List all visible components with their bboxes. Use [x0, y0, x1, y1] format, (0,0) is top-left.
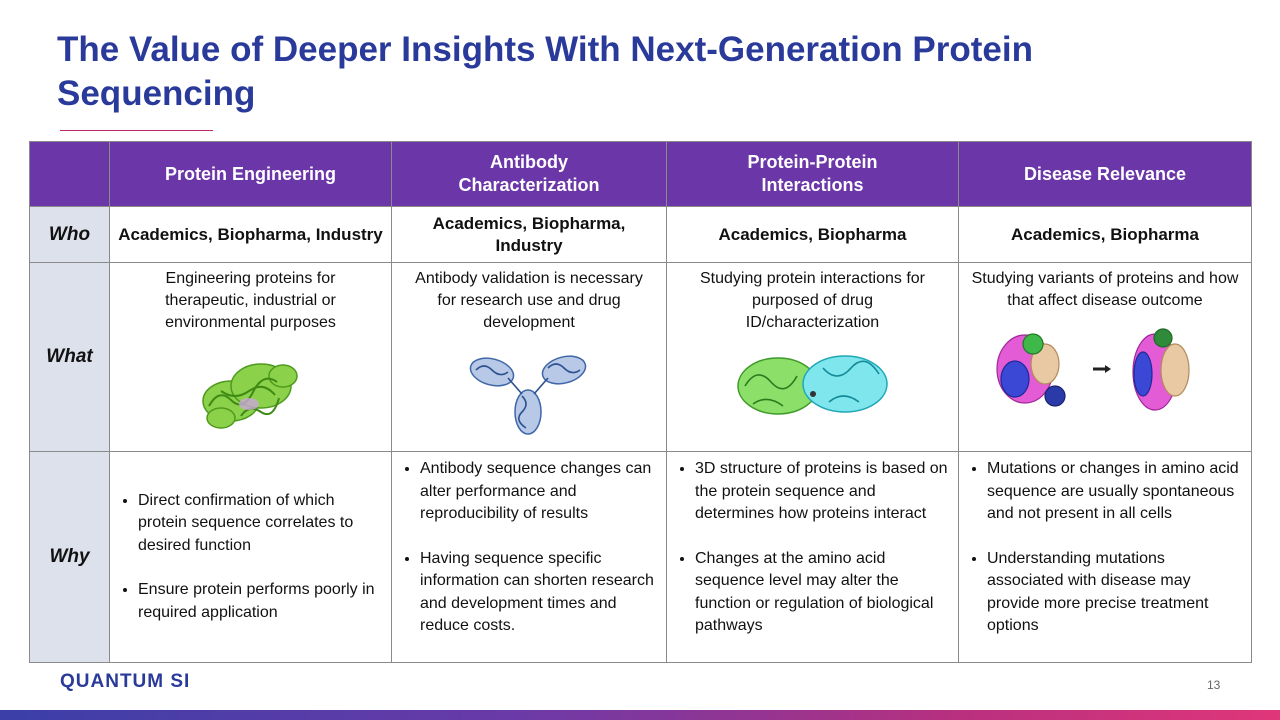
header-antibody-characterization-text: Antibody Characterization: [458, 152, 600, 195]
what-protein-engineering-text: Engineering proteins for therapeutic, in…: [165, 270, 336, 331]
who-protein-protein-interactions: Academics, Biopharma: [666, 206, 959, 263]
what-protein-protein-interactions-text: Studying protein interactions for purpos…: [699, 270, 925, 331]
what-row: What Engineering proteins for therapeuti…: [29, 262, 1252, 452]
who-row: Who Academics, Biopharma, Industry Acade…: [29, 206, 1252, 263]
antibody-structure-blue-image: [469, 355, 587, 435]
what-disease-relevance-text: Studying variants of proteins and how th…: [971, 270, 1239, 309]
what-antibody-characterization: Antibody validation is necessary for res…: [391, 262, 667, 452]
who-disease-relevance: Academics, Biopharma: [958, 206, 1252, 263]
bullet-item: Mutations or changes in amino acid seque…: [987, 458, 1245, 526]
row-label-what: What: [29, 262, 110, 452]
header-protein-protein-interactions-text: Protein-Protein Interactions: [747, 152, 878, 195]
bullet-item: Understanding mutations associated with …: [987, 548, 1245, 638]
header-protein-engineering: Protein Engineering: [109, 141, 392, 207]
protein-structure-green-image: [201, 363, 298, 429]
page-number: 13: [1207, 678, 1221, 692]
protein-variant-multicolor-image: [996, 328, 1190, 411]
what-protein-protein-interactions: Studying protein interactions for purpos…: [666, 262, 959, 452]
bullet-item: Direct confirmation of which protein seq…: [138, 490, 385, 558]
header-disease-relevance: Disease Relevance: [958, 141, 1252, 207]
bottom-gradient-bar: [0, 710, 1280, 720]
who-antibody-characterization: Academics, Biopharma, Industry: [391, 206, 667, 263]
slide-title: The Value of Deeper Insights With Next-G…: [57, 30, 1033, 113]
why-protein-engineering-list: Direct confirmation of which protein seq…: [116, 490, 385, 625]
protein-complex-green-cyan-image: [736, 355, 888, 415]
why-antibody-characterization-list: Antibody sequence changes can alter perf…: [398, 458, 660, 638]
what-antibody-characterization-text: Antibody validation is necessary for res…: [415, 270, 643, 331]
why-antibody-characterization: Antibody sequence changes can alter perf…: [391, 451, 667, 663]
header-corner: [29, 141, 110, 207]
row-label-why: Why: [29, 451, 110, 663]
who-protein-engineering: Academics, Biopharma, Industry: [109, 206, 392, 263]
company-logo: QUANTUM SI: [60, 671, 191, 692]
why-disease-relevance-list: Mutations or changes in amino acid seque…: [965, 458, 1245, 638]
comparison-table: Protein Engineering Antibody Characteriz…: [29, 141, 1252, 663]
header-antibody-characterization: Antibody Characterization: [391, 141, 667, 207]
why-protein-engineering: Direct confirmation of which protein seq…: [109, 451, 392, 663]
what-disease-relevance: Studying variants of proteins and how th…: [958, 262, 1252, 452]
bullet-item: Having sequence specific information can…: [420, 548, 660, 638]
bullet-item: Changes at the amino acid sequence level…: [695, 548, 952, 638]
what-protein-engineering: Engineering proteins for therapeutic, in…: [109, 262, 392, 452]
bullet-item: 3D structure of proteins is based on the…: [695, 458, 952, 526]
header-protein-protein-interactions: Protein-Protein Interactions: [666, 141, 959, 207]
why-row: Why Direct confirmation of which protein…: [29, 451, 1252, 663]
bullet-item: Ensure protein performs poorly in requir…: [138, 579, 385, 624]
row-label-who: Who: [29, 206, 110, 263]
why-protein-protein-interactions: 3D structure of proteins is based on the…: [666, 451, 959, 663]
title-underline: [60, 130, 213, 131]
why-disease-relevance: Mutations or changes in amino acid seque…: [958, 451, 1252, 663]
why-protein-protein-interactions-list: 3D structure of proteins is based on the…: [673, 458, 952, 638]
header-row: Protein Engineering Antibody Characteriz…: [29, 141, 1252, 207]
bullet-item: Antibody sequence changes can alter perf…: [420, 458, 660, 526]
